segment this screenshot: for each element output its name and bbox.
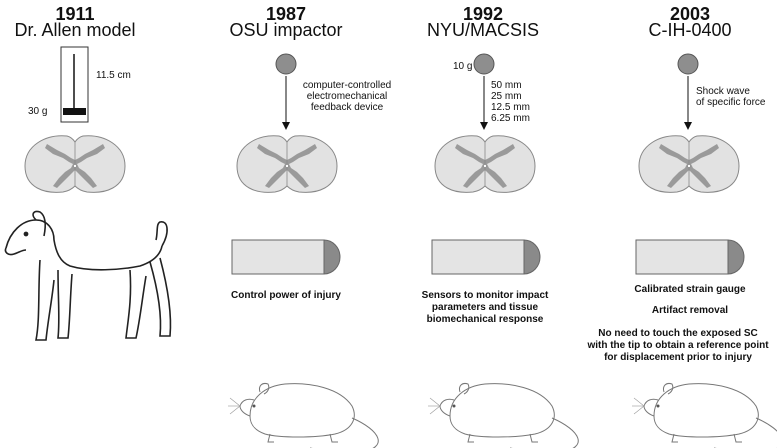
probe-1987 [231,239,341,275]
model-nyu: NYU/MACSIS [426,20,540,40]
probe-2003 [635,239,745,275]
cih-caption-1: Calibrated strain gauge [634,284,746,295]
rat-1987 [227,382,379,448]
nyu-caption: Sensors to monitor impact parameters and… [421,290,549,325]
model-allen: Dr. Allen model [14,20,136,40]
year-1992: 1992 [462,4,504,24]
year-2003: 2003 [669,4,711,24]
spinal-cord-1992 [434,135,536,193]
rat-1992 [427,382,579,448]
impactor-ball-1992 [473,53,495,75]
allen-height-label: 11.5 cm [96,70,131,81]
impactor-ball-2003 [677,53,699,75]
impactor-ball-1987 [275,53,297,75]
year-1987: 1987 [265,4,307,24]
cih-caption-2: Artifact removal [651,305,729,316]
allen-apparatus [60,46,89,123]
nyu-weight-label: 10 g [453,61,473,72]
model-osu: OSU impactor [229,20,343,40]
dog-illustration [4,210,172,341]
spinal-cord-1911 [24,135,126,193]
rat-2003 [631,382,777,448]
cih-caption-3: No need to touch the exposed SC with the… [587,328,769,363]
spinal-cord-2003 [638,135,740,193]
spinal-cord-1987 [236,135,338,193]
osu-device-label: computer-controlled electromechanical fe… [302,80,392,113]
year-1911: 1911 [55,4,95,24]
model-cih: C-IH-0400 [648,20,732,40]
nyu-heights-label: 50 mm 25 mm 12.5 mm 6.25 mm [491,80,530,124]
allen-weight-label: 30 g [28,106,48,117]
osu-caption: Control power of injury [231,290,341,301]
probe-1992 [431,239,541,275]
cih-wave-label: Shock wave of specific force [696,86,766,108]
